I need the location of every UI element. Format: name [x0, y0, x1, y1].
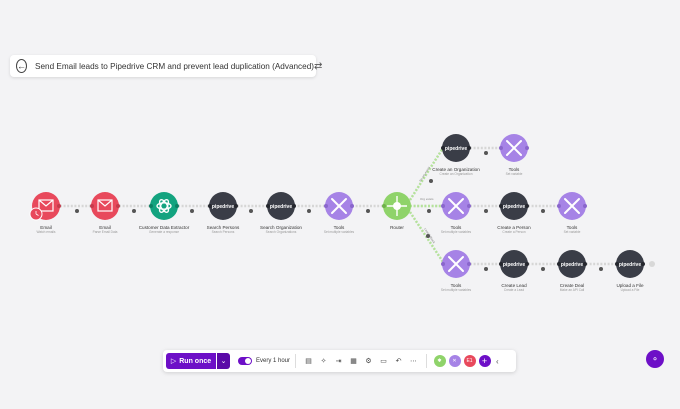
module-label: Router — [390, 225, 404, 230]
tools-icon — [564, 198, 580, 214]
pipedrive-logo: pipedrive — [619, 262, 641, 268]
module-create-deal[interactable]: pipedrive — [557, 250, 587, 278]
arrow-left-icon: ← — [17, 60, 26, 71]
module-label: Tools — [451, 225, 462, 230]
add-module-handle — [649, 261, 655, 267]
module-sublabel: Set variable — [564, 230, 581, 234]
module-search-organization[interactable]: pipedrive — [266, 192, 296, 220]
tools-app-icon[interactable]: ✕ — [448, 355, 461, 367]
schedule-label[interactable]: Every 1 hour — [256, 358, 291, 364]
module-sublabel: Watch emails — [36, 230, 55, 234]
module-label: Search Organization — [260, 225, 302, 230]
module-label: Create Lead — [501, 283, 527, 288]
module-label: Tools — [509, 167, 520, 172]
scenario-title[interactable]: Send Email leads to Pipedrive CRM and pr… — [35, 61, 314, 71]
module-sublabel: Create an Organization — [440, 172, 473, 176]
tools-icon — [448, 198, 464, 214]
module-create-person[interactable]: pipedrive — [499, 192, 529, 220]
tools-icon — [331, 198, 347, 214]
module-tools-1[interactable] — [324, 192, 354, 220]
module-label: Email — [40, 225, 52, 230]
module-tools-bottom[interactable] — [441, 250, 471, 278]
module-label: Create a Person — [497, 225, 531, 230]
pipedrive-logo: pipedrive — [212, 204, 234, 210]
module-sublabel: Upload a File — [621, 288, 640, 292]
lightbulb-icon[interactable]: ⚬ — [646, 350, 664, 368]
pipedrive-logo: pipedrive — [503, 204, 525, 210]
module-email-parse[interactable] — [90, 192, 120, 220]
toolbar-divider — [426, 354, 428, 368]
play-icon: ▷ — [170, 358, 177, 365]
run-once-label: Run once — [179, 357, 212, 365]
module-label: Upload a File — [616, 283, 644, 288]
module-create-lead[interactable]: pipedrive — [499, 250, 529, 278]
run-once-button[interactable]: ▷ Run once — [166, 353, 216, 369]
module-sublabel: Set multiple variables — [324, 230, 355, 234]
more-icon[interactable]: ⋯ — [410, 358, 418, 365]
module-label: Tools — [451, 283, 462, 288]
module-label: Tools — [567, 225, 578, 230]
module-sublabel: Generate a response — [149, 230, 179, 234]
chevron-left-icon[interactable]: ‹ — [496, 356, 499, 366]
module-sublabel: Set variable — [506, 172, 523, 176]
notes-icon[interactable]: ▭ — [380, 358, 387, 365]
pipedrive-logo: pipedrive — [270, 204, 292, 210]
pipedrive-logo: pipedrive — [445, 146, 467, 152]
data-store-icon[interactable]: ▦ — [350, 358, 357, 365]
scenario-toolbar: ▷ Run once ⌄ Every 1 hour ▤ ✧ ⇥ ▦ ⚙ ▭ ↶ … — [163, 350, 516, 372]
module-label: Create Deal — [560, 283, 585, 288]
pipedrive-logo: pipedrive — [561, 262, 583, 268]
tools-icon — [506, 140, 522, 156]
magic-wand-icon[interactable]: ✧ — [320, 358, 327, 365]
module-sublabel: Create a Person — [502, 230, 525, 234]
module-tools-mid[interactable] — [441, 192, 471, 220]
toolbar-divider — [295, 354, 297, 368]
gear-icon[interactable]: ⚙ — [365, 358, 372, 365]
module-sublabel: Create a Lead — [504, 288, 524, 292]
module-email-trigger[interactable] — [29, 192, 61, 221]
module-create-organization[interactable]: pipedrive — [441, 134, 471, 162]
pipedrive-logo: pipedrive — [503, 262, 525, 268]
scenario-title-bar: ← Send Email leads to Pipedrive CRM and … — [10, 55, 322, 77]
back-button[interactable]: ← — [16, 59, 27, 73]
module-sublabel: Search Persons — [212, 230, 235, 234]
schedule-toggle[interactable] — [238, 357, 252, 365]
module-openai[interactable] — [149, 192, 179, 220]
module-sublabel: Parse Email Data — [93, 230, 118, 234]
openai-icon — [156, 199, 172, 213]
module-tools-top[interactable] — [499, 134, 529, 162]
module-sublabel: Set multiple variables — [441, 230, 472, 234]
add-app-button[interactable]: + — [478, 355, 491, 367]
undo-icon[interactable]: ↶ — [395, 358, 402, 365]
router-app-icon[interactable]: ✱ — [433, 355, 446, 367]
route-label-org-exists[interactable]: Org exists — [420, 197, 434, 201]
run-options-dropdown[interactable]: ⌄ — [217, 353, 230, 369]
module-label: Email — [99, 225, 111, 230]
chevron-down-icon: ⌄ — [220, 358, 227, 365]
module-sublabel: Make an API Call — [560, 288, 585, 292]
connector-settings[interactable] — [75, 151, 603, 271]
module-label: Tools — [334, 225, 345, 230]
envelope-icon — [38, 199, 54, 212]
tools-icon — [448, 256, 464, 272]
email-app-icon[interactable]: E1 — [463, 355, 476, 367]
module-label: Customer Data Extractor — [139, 225, 190, 230]
module-sublabel: Set multiple variables — [441, 288, 472, 292]
module-sublabel: Search Organizations — [266, 230, 297, 234]
app-badge: E1 — [466, 358, 473, 364]
module-router[interactable] — [382, 192, 411, 220]
module-tools-mid-2[interactable] — [557, 192, 587, 220]
swap-icon[interactable]: ⇄ — [314, 60, 323, 72]
module-upload-file[interactable]: pipedrive — [615, 250, 655, 278]
flow-control-icon[interactable]: ⇥ — [335, 358, 342, 365]
module-search-persons[interactable]: pipedrive — [208, 192, 238, 220]
save-icon[interactable]: ▤ — [305, 358, 312, 365]
module-label: Create an Organization — [432, 167, 480, 172]
envelope-icon — [97, 199, 113, 212]
module-label: Search Persons — [207, 225, 240, 230]
